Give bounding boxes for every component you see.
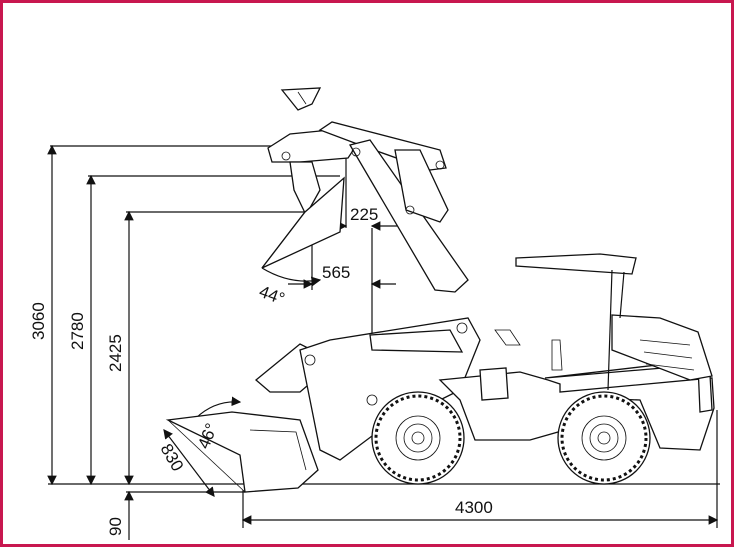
raised-bucket-small xyxy=(280,87,322,111)
dimension-90 xyxy=(124,490,245,540)
lowered-boom xyxy=(299,317,481,461)
dimension-2425 xyxy=(124,210,305,486)
label-2425: 2425 xyxy=(106,334,125,372)
raised-bucket xyxy=(261,176,345,269)
lowered-bucket xyxy=(165,411,319,493)
front-tire xyxy=(371,391,465,485)
dimension-4300 xyxy=(241,410,719,528)
label-225: 225 xyxy=(350,205,378,224)
label-90: 90 xyxy=(106,517,125,536)
rops-canopy xyxy=(515,253,637,391)
raised-boom xyxy=(267,121,469,293)
label-3060: 3060 xyxy=(29,302,48,340)
label-44-deg: 44° xyxy=(257,282,288,309)
label-830: 830 xyxy=(157,441,188,475)
label-565: 565 xyxy=(322,263,350,282)
label-4300: 4300 xyxy=(455,498,493,517)
label-2780: 2780 xyxy=(68,312,87,350)
rear-tire xyxy=(557,391,651,485)
